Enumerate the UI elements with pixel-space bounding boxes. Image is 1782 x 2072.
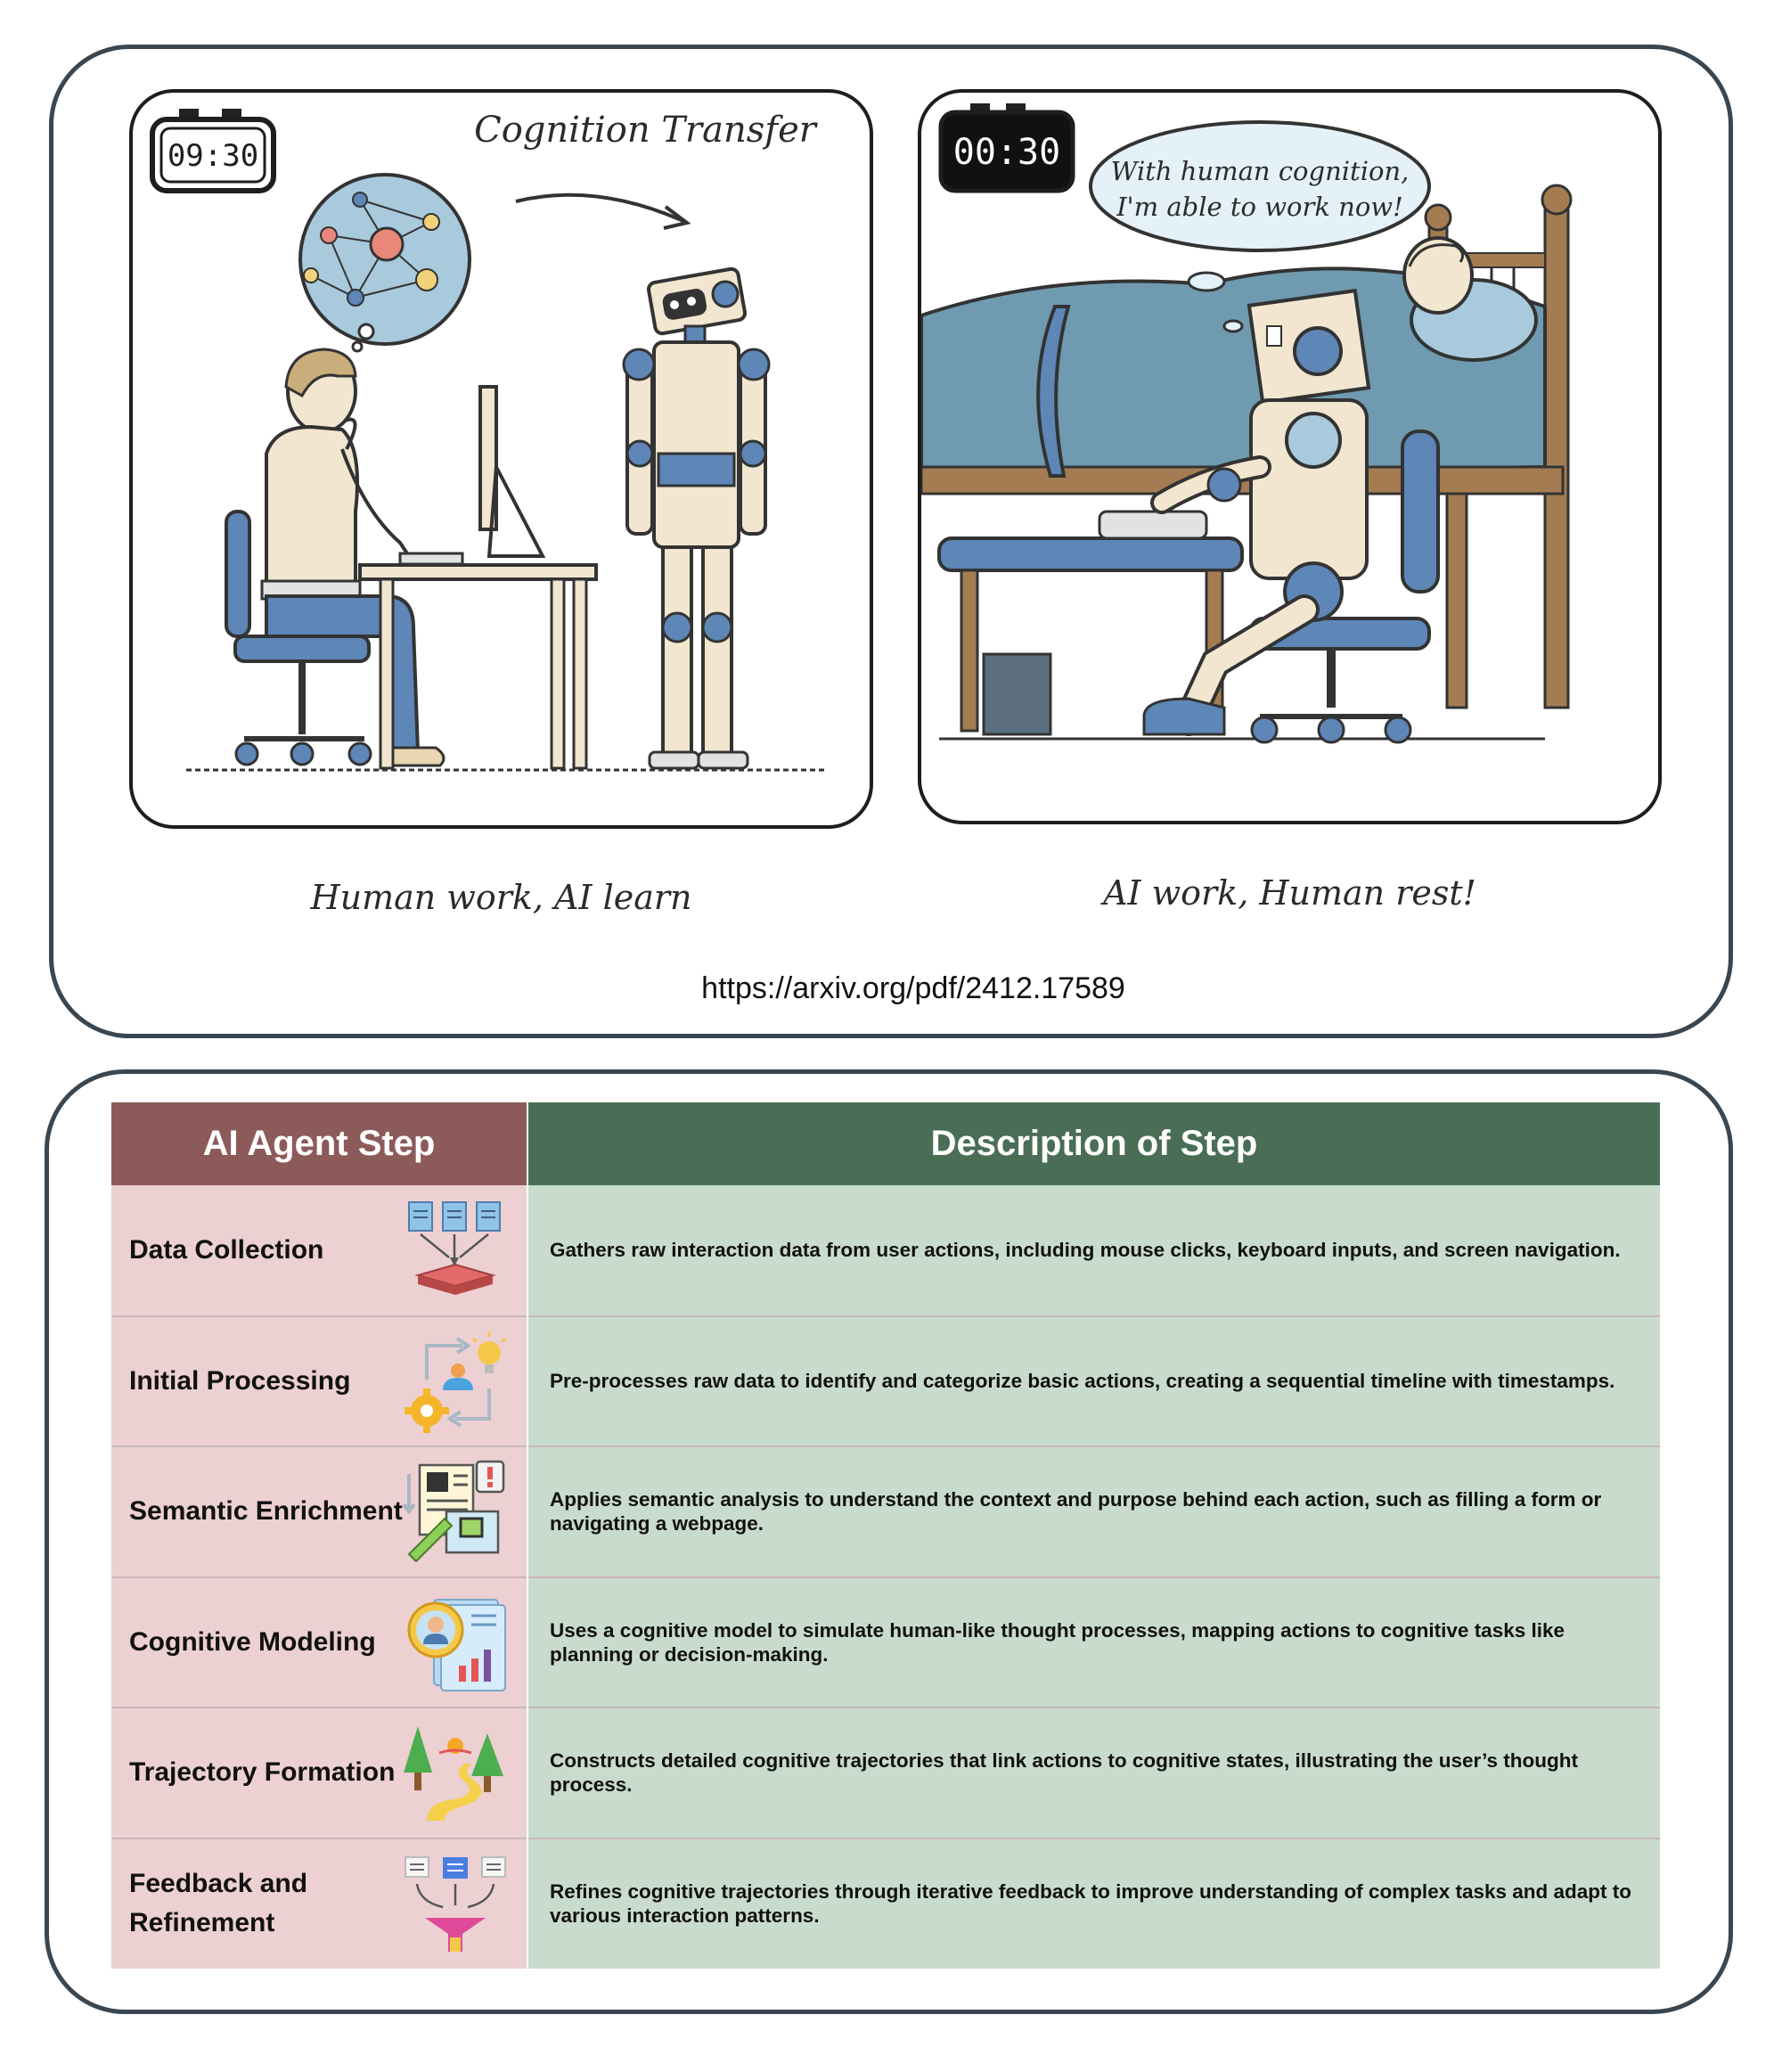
description-cell: Uses a cognitive model to simulate human…	[527, 1576, 1660, 1708]
column-header-description: Description of Step	[527, 1102, 1660, 1185]
transfer-arrow-icon	[515, 192, 686, 224]
step-description: Gathers raw interaction data from user a…	[550, 1239, 1621, 1262]
table-row: Data Collection Gathers raw interaction …	[111, 1185, 1660, 1316]
timer-text: 09:30	[168, 138, 258, 174]
description-cell: Applies semantic analysis to understand …	[527, 1445, 1660, 1577]
column-header-step: AI Agent Step	[111, 1102, 527, 1185]
monitor-icon	[1036, 305, 1071, 478]
agent-steps-table: AI Agent Step Description of Step Data C…	[111, 1102, 1660, 1969]
table-row: Semantic Enrichment Applies semantic an	[111, 1445, 1660, 1577]
table-row: Trajectory Formation Constructs detailed…	[111, 1707, 1660, 1839]
trajectory-path-icon	[404, 1726, 503, 1822]
human-at-desk-illustration: 09:30 Cognition Transfer	[150, 109, 828, 772]
step-cell: Cognitive Modeling	[111, 1576, 527, 1708]
step-name: Initial Processing	[129, 1365, 351, 1396]
step-description: Constructs detailed cognitive trajectori…	[550, 1749, 1578, 1797]
step-name: Cognitive Modeling	[129, 1626, 376, 1657]
table-header-row: AI Agent Step Description of Step	[111, 1102, 1660, 1185]
speech-line-1: With human cognition,	[1111, 156, 1410, 186]
table-row: Initial Processing	[111, 1314, 1660, 1446]
timer-text: 00:30	[953, 132, 1060, 173]
description-cell: Gathers raw interaction data from user a…	[527, 1185, 1660, 1316]
step-name: Data Collection	[129, 1234, 324, 1265]
step-description: Uses a cognitive model to simulate human…	[550, 1618, 1565, 1666]
step-description: Applies semantic analysis to understand …	[550, 1488, 1602, 1536]
panel-title: Cognition Transfer	[474, 110, 819, 151]
data-collection-icon	[408, 1200, 501, 1295]
desk-icon	[186, 385, 828, 772]
learning-robot-icon	[622, 266, 771, 770]
working-robot-icon	[1142, 288, 1371, 736]
speech-line-2: I'm able to work now!	[1116, 192, 1403, 222]
description-cell: Refines cognitive trajectories through i…	[527, 1837, 1660, 1969]
step-cell: Semantic Enrichment	[111, 1445, 527, 1577]
left-caption: Human work, AI learn	[310, 878, 692, 917]
neural-network-bubble-icon	[298, 173, 471, 353]
office-chair-icon	[225, 510, 372, 766]
step-name: Feedback and Refinement	[129, 1869, 308, 1938]
step-description: Refines cognitive trajectories through i…	[550, 1880, 1632, 1928]
step-name: Semantic Enrichment	[129, 1496, 403, 1527]
arrowhead-icon	[663, 205, 691, 230]
source-link[interactable]: https://arxiv.org/pdf/2412.17589	[701, 971, 1125, 1005]
processing-gear-icon	[405, 1331, 507, 1433]
robot-working-illustration: 00:30 With human cognition, I'm able to	[921, 103, 1573, 744]
clock-icon: 00:30	[938, 103, 1075, 193]
step-cell: Data Collection	[111, 1185, 527, 1316]
step-description: Pre-processes raw data to identify and c…	[550, 1370, 1615, 1393]
step-cell: Feedback and Refinement	[111, 1837, 527, 1969]
right-caption: AI work, Human rest!	[1103, 873, 1476, 913]
bed-icon	[921, 184, 1573, 709]
cognitive-profile-icon	[407, 1598, 506, 1691]
ai-work-panel: 00:30 With human cognition, I'm able to	[918, 89, 1662, 824]
step-name: Trajectory Formation	[129, 1757, 396, 1788]
human-work-panel: 09:30 Cognition Transfer	[129, 89, 873, 829]
speech-bubble: With human cognition, I'm able to work n…	[1089, 120, 1431, 333]
step-cell: Initial Processing	[111, 1314, 527, 1446]
description-cell: Pre-processes raw data to identify and c…	[527, 1314, 1660, 1446]
table-row: Cognitive Modeling Uses a cognitive mod	[111, 1576, 1660, 1708]
table-row: Feedback and Refinement Refines cogniti	[111, 1837, 1660, 1969]
clock-icon: 09:30	[150, 109, 276, 193]
step-cell: Trajectory Formation	[111, 1707, 527, 1839]
semantic-document-icon	[402, 1461, 505, 1563]
description-cell: Constructs detailed cognitive trajectori…	[527, 1707, 1660, 1839]
feedback-funnel-icon	[405, 1856, 506, 1953]
